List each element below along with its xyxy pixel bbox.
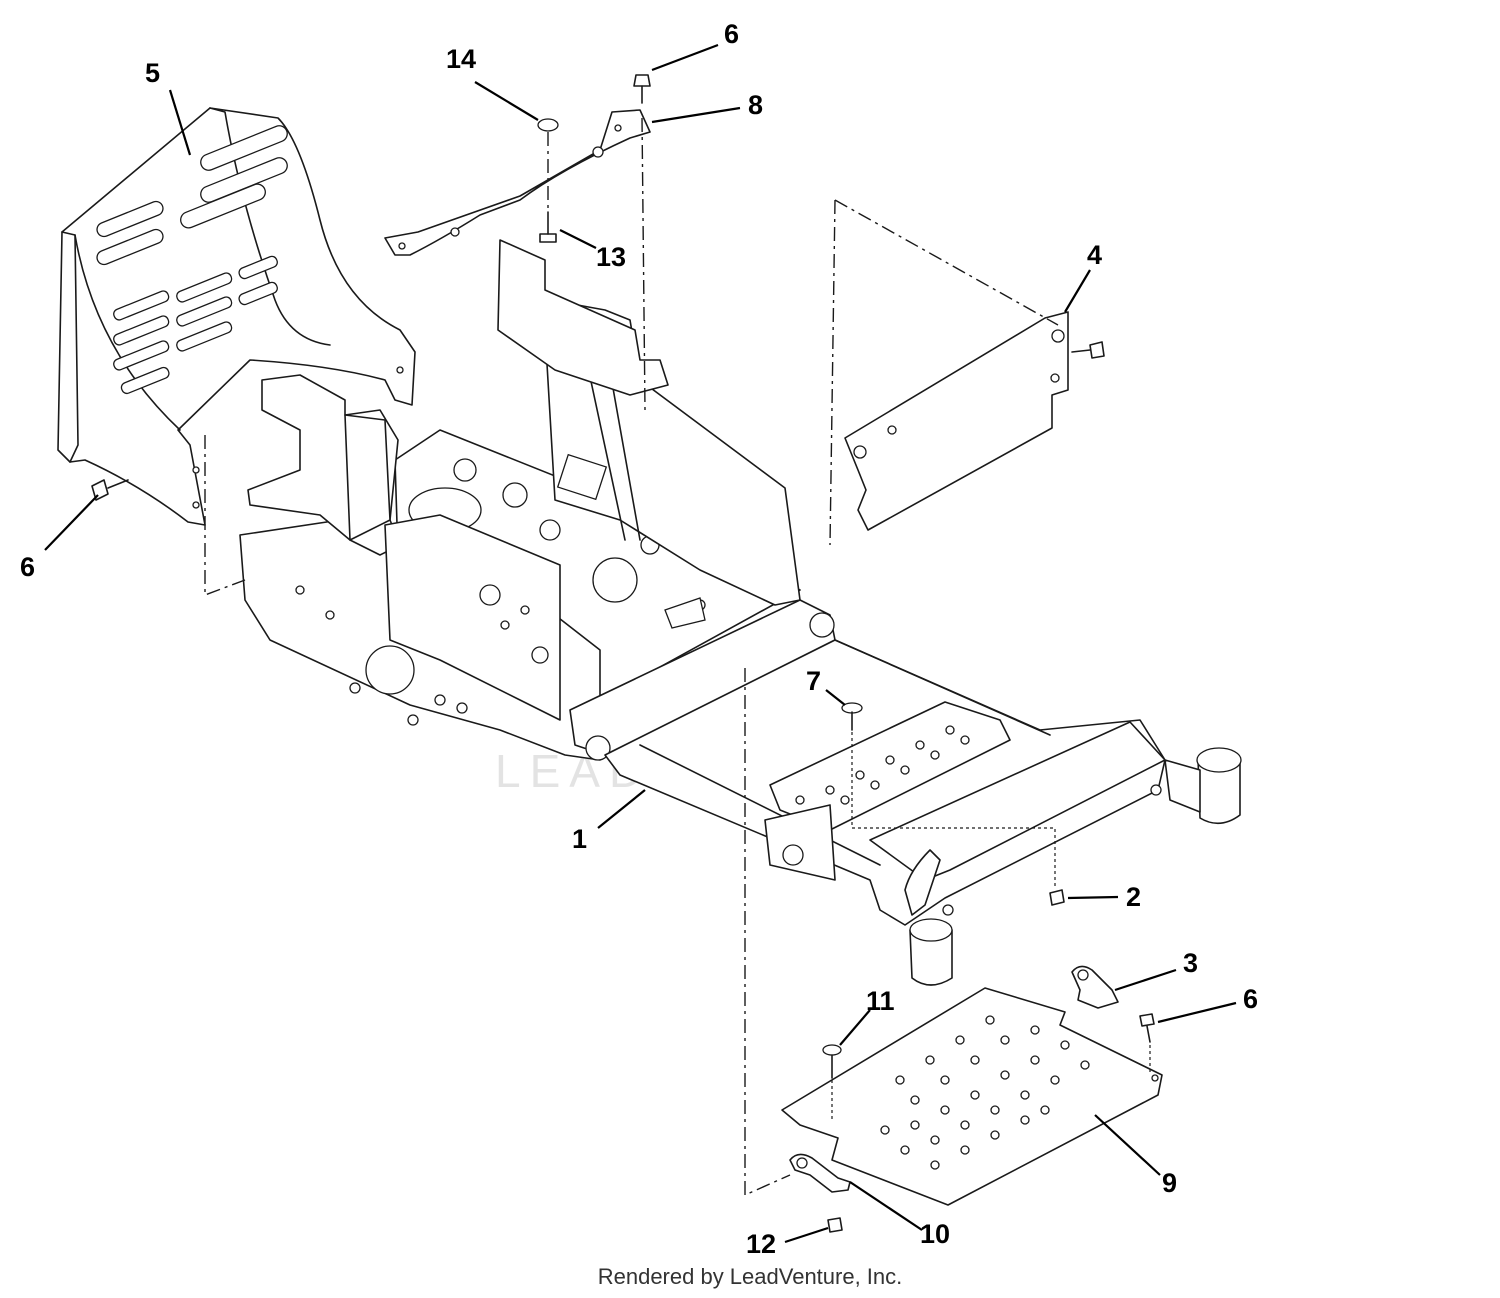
callout-9: 9 (1162, 1168, 1177, 1198)
part-3-bracket (1071, 965, 1119, 1009)
callout-3: 3 (1183, 948, 1198, 978)
callouts: 5 14 6 8 13 4 6 1 7 2 3 6 11 9 10 12 (20, 19, 1258, 1259)
part-9-foot-plate (781, 987, 1163, 1206)
callout-1: 1 (572, 824, 587, 854)
callout-6-right: 6 (1243, 984, 1258, 1014)
callout-14: 14 (446, 44, 476, 74)
callout-7: 7 (806, 666, 821, 696)
part-10-bracket (789, 1153, 851, 1193)
callout-10: 10 (920, 1219, 950, 1249)
callout-12: 12 (746, 1229, 776, 1259)
footer-credit: Rendered by LeadVenture, Inc. (597, 1264, 903, 1289)
callout-11: 11 (866, 986, 895, 1016)
callout-5: 5 (145, 58, 160, 88)
callout-6-left: 6 (20, 552, 35, 582)
part-5-seat-panel (57, 107, 416, 526)
part-4-shield (844, 311, 1069, 531)
alignment-lines (204, 117, 1151, 1197)
fasteners (91, 74, 1155, 1233)
leader-lines (44, 43, 1237, 1244)
callout-13: 13 (596, 242, 626, 272)
callout-4: 4 (1087, 240, 1102, 270)
part-1-frame (239, 239, 1242, 986)
callout-6-top: 6 (724, 19, 739, 49)
part-8-bracket (384, 109, 651, 256)
callout-2: 2 (1126, 882, 1141, 912)
callout-8: 8 (748, 90, 763, 120)
plate-holes (880, 1015, 1159, 1170)
